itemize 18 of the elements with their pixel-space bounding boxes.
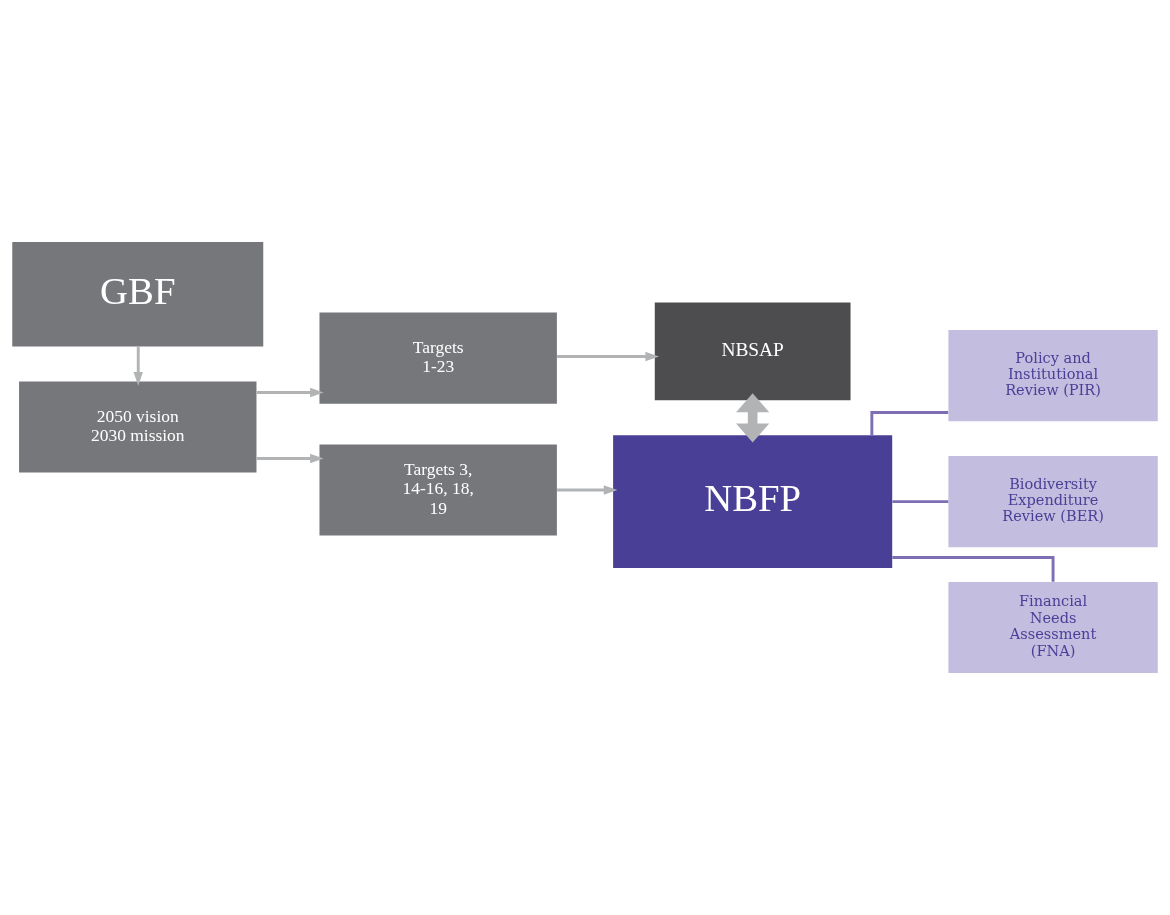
- connector: [870, 411, 949, 435]
- node-box: Policy and Institutional Review (PIR): [948, 330, 1158, 422]
- node-box: Financial Needs Assessment (FNA): [948, 582, 1158, 674]
- node-box: Targets 1-23: [319, 312, 557, 404]
- node-box: NBFP: [613, 435, 893, 568]
- arrow: [557, 485, 618, 495]
- node-box: Targets 3, 14-16, 18, 19: [319, 444, 557, 536]
- node-box: NBSAP: [654, 302, 851, 401]
- node-box: GBF: [12, 241, 264, 347]
- connector: [892, 556, 1055, 582]
- connector: [892, 500, 949, 504]
- arrow: [557, 351, 659, 362]
- node-box: 2050 vision 2030 mission: [19, 381, 257, 473]
- arrow: [133, 346, 143, 386]
- arrow: [256, 453, 324, 464]
- arrow: [256, 387, 324, 398]
- arrow: [736, 393, 770, 443]
- node-box: Biodiversity Expenditure Review (BER): [948, 456, 1158, 548]
